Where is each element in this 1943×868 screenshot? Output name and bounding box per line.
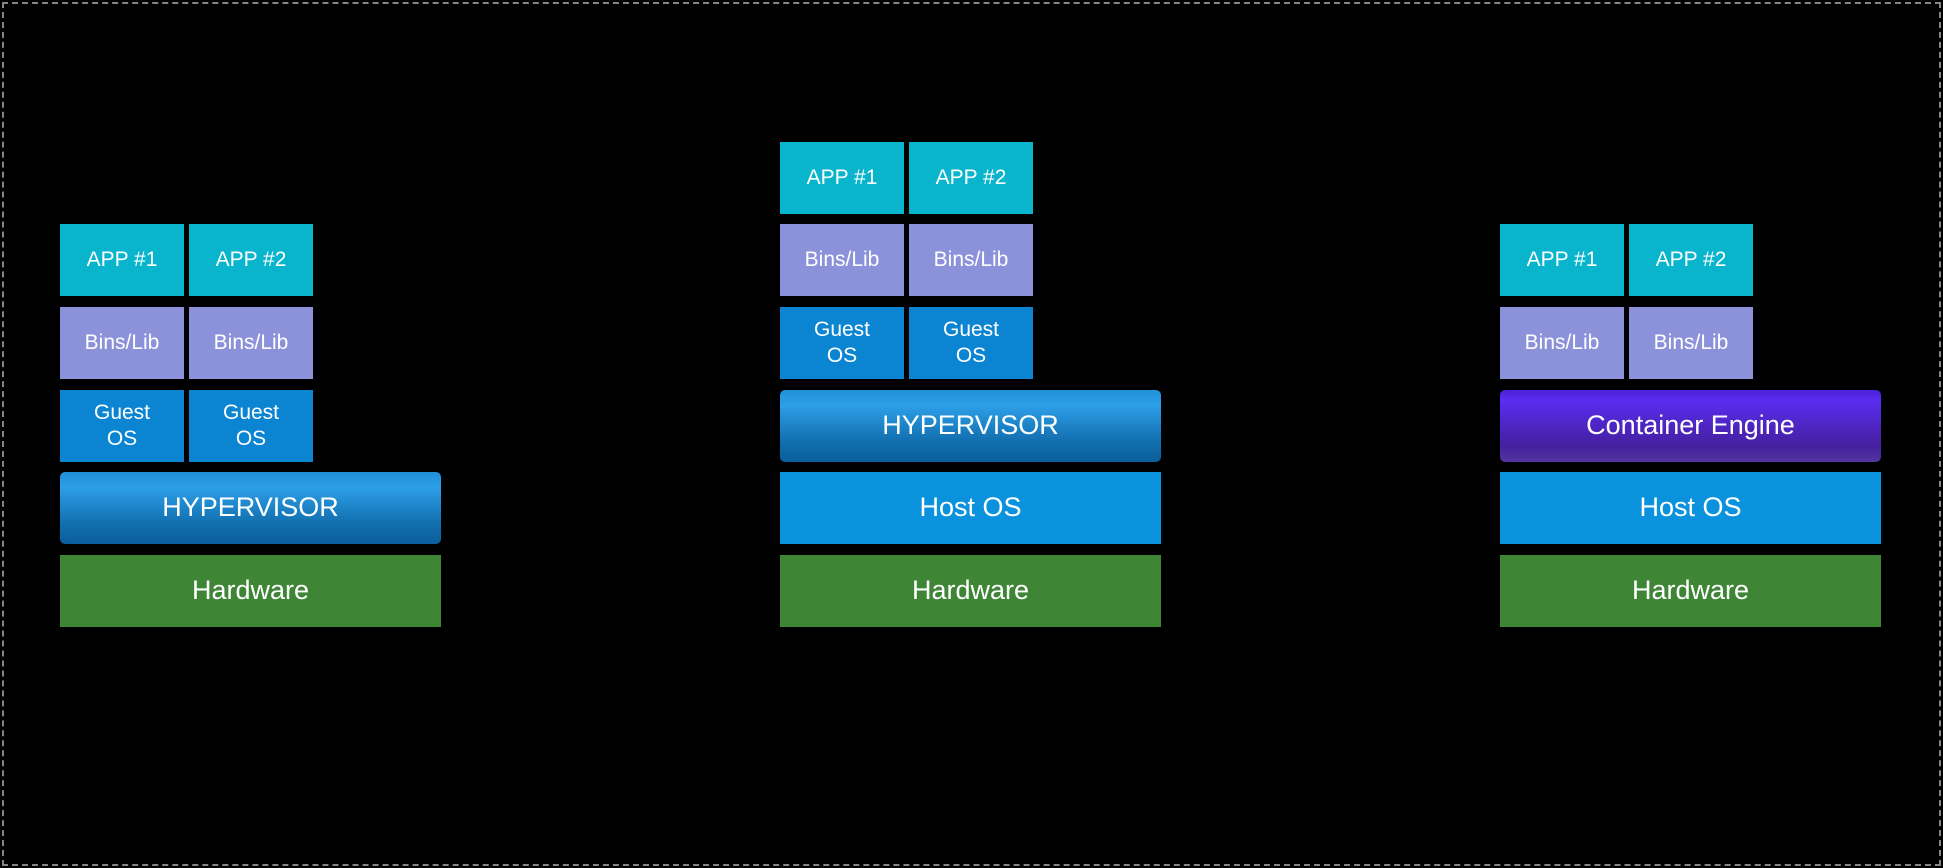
box-bins-lib: Bins/Lib	[60, 307, 184, 379]
box-guest-os: Guest OS	[60, 390, 184, 462]
box-bins-lib: Bins/Lib	[1629, 307, 1753, 379]
box-guest-os: Guest OS	[189, 390, 313, 462]
box-app-2: APP #2	[189, 224, 313, 296]
box-bins-lib: Bins/Lib	[780, 224, 904, 296]
box-bins-lib: Bins/Lib	[909, 224, 1033, 296]
box-hypervisor: HYPERVISOR	[60, 472, 441, 544]
box-bins-lib: Bins/Lib	[1500, 307, 1624, 379]
box-guest-os: Guest OS	[780, 307, 904, 379]
box-hardware: Hardware	[1500, 555, 1881, 627]
box-app-1: APP #1	[780, 142, 904, 214]
box-app-1: APP #1	[60, 224, 184, 296]
box-app-2: APP #2	[909, 142, 1033, 214]
box-guest-os: Guest OS	[909, 307, 1033, 379]
box-container-engine: Container Engine	[1500, 390, 1881, 462]
box-hypervisor: HYPERVISOR	[780, 390, 1161, 462]
box-hardware: Hardware	[780, 555, 1161, 627]
box-host-os: Host OS	[780, 472, 1161, 544]
box-bins-lib: Bins/Lib	[189, 307, 313, 379]
box-hardware: Hardware	[60, 555, 441, 627]
box-app-2: APP #2	[1629, 224, 1753, 296]
box-app-1: APP #1	[1500, 224, 1624, 296]
box-host-os: Host OS	[1500, 472, 1881, 544]
